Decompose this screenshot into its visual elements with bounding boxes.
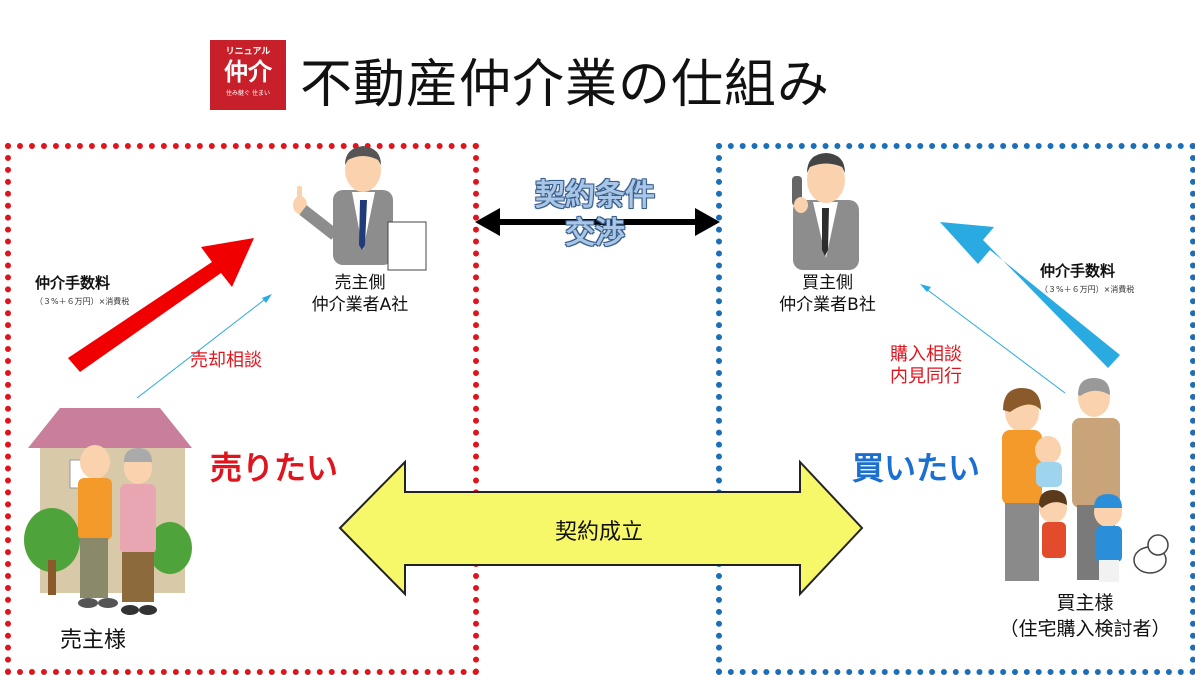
- buyer-agent-line2: 仲介業者B社: [779, 295, 876, 315]
- buyer-consult-line2: 内見同行: [890, 366, 962, 387]
- seller-side-box: [5, 143, 479, 675]
- buyer-owner-label: 買主様 （住宅購入検討者）: [985, 590, 1185, 642]
- logo: リニュアル 仲介 住み継ぐ 住まい: [210, 40, 286, 110]
- buyer-fee-sub: （３%＋６万円）×消費税: [1040, 285, 1135, 294]
- logo-main-text: 仲介: [224, 58, 272, 86]
- seller-fee-sub: （３%＋６万円）×消費税: [35, 297, 130, 306]
- buyer-fee-label: 仲介手数料 （３%＋６万円）×消費税: [1040, 260, 1134, 295]
- negotiation-line2: 交渉: [565, 216, 625, 251]
- contract-double-arrow: [338, 459, 864, 597]
- buyer-consult-arrow: [920, 284, 1066, 394]
- buyer-owner-line1: 買主様: [1056, 592, 1114, 614]
- buyer-side-box: [716, 143, 1195, 675]
- buyer-family-figure: [1002, 378, 1169, 582]
- buyer-owner-line2: （住宅購入検討者）: [999, 618, 1171, 640]
- negotiation-line1: 契約条件: [535, 178, 655, 213]
- seller-consult-label: 売却相談: [190, 350, 262, 371]
- logo-top-text: リニュアル: [225, 47, 271, 57]
- buyer-want-label: 買いたい: [852, 449, 981, 487]
- logo-bottom-text: 住み継ぐ 住まい: [226, 90, 270, 97]
- page-title: 不動産仲介業の仕組み: [300, 55, 831, 115]
- seller-fee-label: 仲介手数料 （３%＋６万円）×消費税: [35, 272, 129, 307]
- seller-agent-label: 売主側 仲介業者A社: [305, 272, 415, 316]
- buyer-agent-label: 買主側 仲介業者B社: [770, 272, 885, 316]
- negotiation-arrow: [475, 208, 720, 236]
- seller-fee-title: 仲介手数料: [35, 274, 111, 292]
- negotiation-label: 契約条件 交渉: [505, 177, 685, 253]
- seller-house: [24, 408, 192, 595]
- buyer-agent-line1: 買主側: [802, 273, 853, 293]
- seller-want-label: 売りたい: [210, 449, 339, 487]
- seller-fee-arrow: [68, 238, 254, 372]
- seller-couple-figure: [78, 445, 157, 615]
- buyer-fee-arrow: [940, 222, 1120, 368]
- seller-agent-line2: 仲介業者A社: [311, 295, 409, 315]
- seller-agent-line1: 売主側: [334, 273, 386, 293]
- buyer-consult-label: 購入相談 内見同行: [890, 344, 962, 388]
- buyer-consult-line1: 購入相談: [890, 344, 962, 365]
- buyer-fee-title: 仲介手数料: [1040, 262, 1116, 280]
- seller-agent-figure: [293, 146, 427, 271]
- seller-owner-label: 売主様: [60, 628, 127, 653]
- buyer-agent-figure: [792, 153, 859, 270]
- seller-consult-arrow: [136, 294, 272, 399]
- contract-label: 契約成立: [555, 520, 644, 545]
